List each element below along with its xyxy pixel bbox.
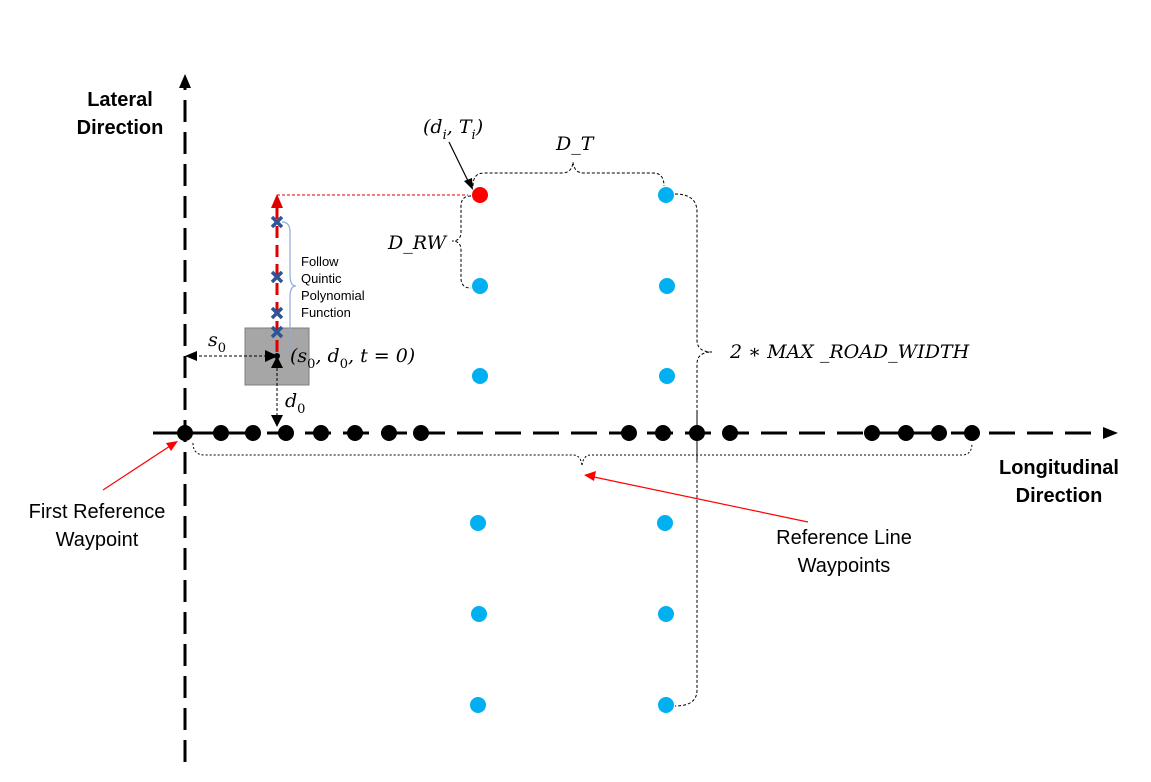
reference-waypoint bbox=[722, 425, 738, 441]
d0-label: d0 bbox=[285, 390, 305, 417]
target-point-label: (di, Ti) bbox=[423, 116, 483, 143]
ref-line-arrow-icon bbox=[584, 471, 596, 481]
s0-arrow-left-icon bbox=[185, 351, 197, 361]
lateral-axis-title: Lateral bbox=[87, 89, 153, 111]
reference-waypoint bbox=[621, 425, 637, 441]
first-ref-arrow-icon bbox=[166, 441, 178, 451]
sampled-point bbox=[658, 606, 674, 622]
ref-line-pointer bbox=[593, 476, 809, 523]
cross-x-icon bbox=[270, 325, 284, 339]
sampled-point bbox=[470, 697, 486, 713]
quintic-label: Follow bbox=[301, 254, 339, 269]
sampled-point bbox=[658, 187, 674, 203]
quintic-brace bbox=[281, 221, 297, 353]
lateral-axis bbox=[179, 74, 191, 762]
longitudinal-axis-title: Longitudinal bbox=[999, 457, 1119, 479]
reference-waypoint bbox=[381, 425, 397, 441]
quintic-label-line4: Function bbox=[301, 305, 351, 320]
reference-waypoint bbox=[313, 425, 329, 441]
sampled-point bbox=[657, 515, 673, 531]
reference-waypoint bbox=[177, 425, 193, 441]
reference-waypoint bbox=[898, 425, 914, 441]
reference-waypoint bbox=[931, 425, 947, 441]
lateral-axis-title-line2: Direction bbox=[77, 117, 164, 139]
start-state-label: (s0, d0, t = 0) bbox=[290, 345, 415, 372]
sampled-point bbox=[472, 368, 488, 384]
sampled-point bbox=[659, 278, 675, 294]
reference-waypoint bbox=[964, 425, 980, 441]
d-t-brace bbox=[472, 161, 665, 187]
sampled-points bbox=[470, 187, 675, 713]
reference-line-brace bbox=[192, 442, 973, 467]
sampled-point bbox=[658, 697, 674, 713]
d0-arrow-down-icon bbox=[271, 415, 283, 427]
sampled-point bbox=[472, 278, 488, 294]
max-road-width-label: 2 ∗ MAX _ROAD_WIDTH bbox=[729, 341, 970, 363]
reference-waypoint bbox=[213, 425, 229, 441]
longitudinal-axis-title-line2: Direction bbox=[1016, 485, 1103, 507]
reference-waypoint bbox=[864, 425, 880, 441]
d-rw-brace bbox=[451, 195, 472, 289]
first-ref-label-line2: Waypoint bbox=[56, 529, 139, 551]
d0-arrow-up-icon bbox=[271, 356, 283, 368]
quintic-label-line3: Polynomial bbox=[301, 288, 365, 303]
reference-waypoint bbox=[278, 425, 294, 441]
s0-arrow-right-icon bbox=[265, 350, 278, 362]
selected-target-point bbox=[472, 187, 488, 203]
sampled-point bbox=[470, 515, 486, 531]
trajectory-markers bbox=[270, 215, 284, 339]
ref-line-label: Reference Line bbox=[776, 527, 912, 549]
lateral-axis-arrow-icon bbox=[179, 74, 191, 88]
reference-waypoints bbox=[177, 425, 980, 441]
cross-x-icon bbox=[270, 270, 284, 284]
d-rw-label: D_RW bbox=[387, 232, 448, 254]
d-t-label: D_T bbox=[555, 133, 595, 155]
first-ref-label: First Reference bbox=[29, 501, 166, 523]
reference-waypoint bbox=[347, 425, 363, 441]
reference-waypoint bbox=[245, 425, 261, 441]
sampled-point bbox=[659, 368, 675, 384]
longitudinal-axis-arrow-icon bbox=[1103, 427, 1118, 439]
reference-waypoint bbox=[413, 425, 429, 441]
cross-x-icon bbox=[270, 215, 284, 229]
max-road-width-brace bbox=[674, 193, 713, 707]
sampled-point bbox=[471, 606, 487, 622]
cross-x-icon bbox=[270, 306, 284, 320]
first-ref-pointer bbox=[102, 445, 171, 491]
trajectory-arrow-icon bbox=[271, 194, 283, 208]
target-point-arrow-icon bbox=[464, 178, 473, 190]
reference-waypoint bbox=[655, 425, 671, 441]
target-point-pointer bbox=[448, 141, 470, 184]
quintic-label-line2: Quintic bbox=[301, 271, 342, 286]
ref-line-label-line2: Waypoints bbox=[798, 555, 891, 577]
s0-label: s0 bbox=[208, 329, 226, 356]
